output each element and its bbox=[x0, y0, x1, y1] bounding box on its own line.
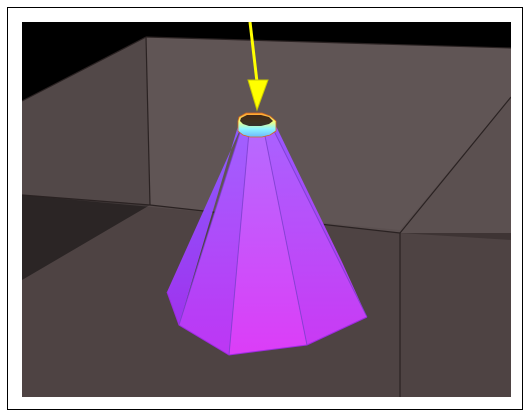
3d-viewport[interactable] bbox=[22, 22, 511, 397]
scene-canvas bbox=[22, 22, 511, 397]
